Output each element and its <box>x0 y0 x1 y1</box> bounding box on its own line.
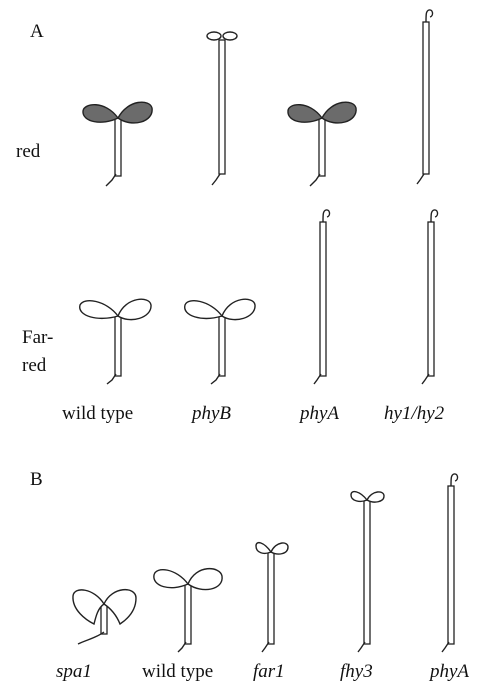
seedling-phyb-red <box>207 32 237 185</box>
seedling-phya-red <box>288 102 356 186</box>
seedling-fhy3 <box>351 492 384 652</box>
seedling-phya-b <box>442 474 458 652</box>
seedling-hy1hy2-red <box>417 10 433 184</box>
seedling-phyb-farred <box>185 299 255 384</box>
seedling-spa1 <box>73 590 136 644</box>
seedling-wildtype-farred <box>80 299 151 384</box>
seedling-wildtype-b <box>154 569 222 652</box>
seedling-far1 <box>256 543 288 652</box>
seedling-phya-farred <box>314 210 330 384</box>
seedling-wildtype-red <box>83 102 152 186</box>
seedling-hy1hy2-farred <box>422 210 438 384</box>
